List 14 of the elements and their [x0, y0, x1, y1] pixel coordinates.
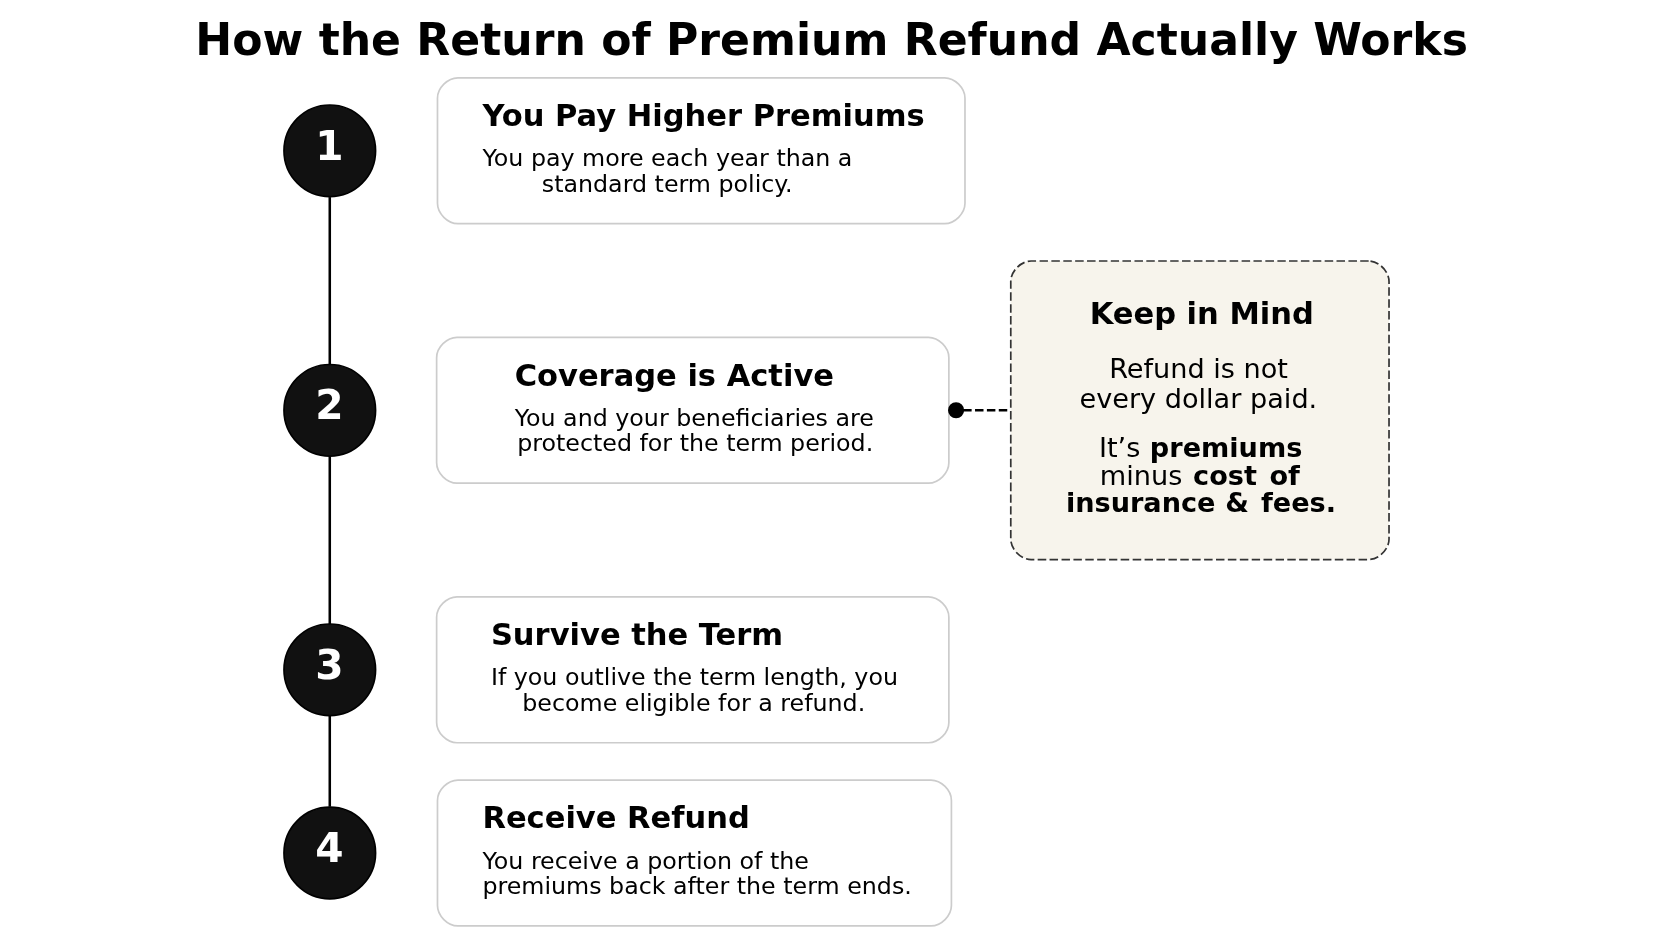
- connector: [328, 197, 331, 365]
- node-box: Survive the Term If you outlive the term length, you become eligible for a refund.: [435, 596, 950, 744]
- connector: [328, 456, 331, 624]
- diagram-title: How the Return of Premium Refund Actually Works: [194, 14, 1468, 66]
- connector: [947, 402, 1010, 419]
- node-box: You Pay Higher Premiums You pay more each year than a standard term policy.: [436, 77, 966, 225]
- node-box: Keep in Mind Refund is not every dollar paid. It’s premiums minus cost of insurance & fees.: [1009, 260, 1390, 561]
- node-box: Receive Refund You receive a portion of the premiums back after the term ends.: [436, 779, 952, 927]
- node-circle: 1: [282, 104, 376, 198]
- node-box: Coverage is Active You and your beneficiaries are protected for the term period.: [435, 336, 950, 485]
- node-circle: 4: [282, 806, 376, 900]
- node-circle: 2: [282, 363, 376, 457]
- node-circle: 3: [282, 623, 376, 717]
- connector: [328, 715, 331, 807]
